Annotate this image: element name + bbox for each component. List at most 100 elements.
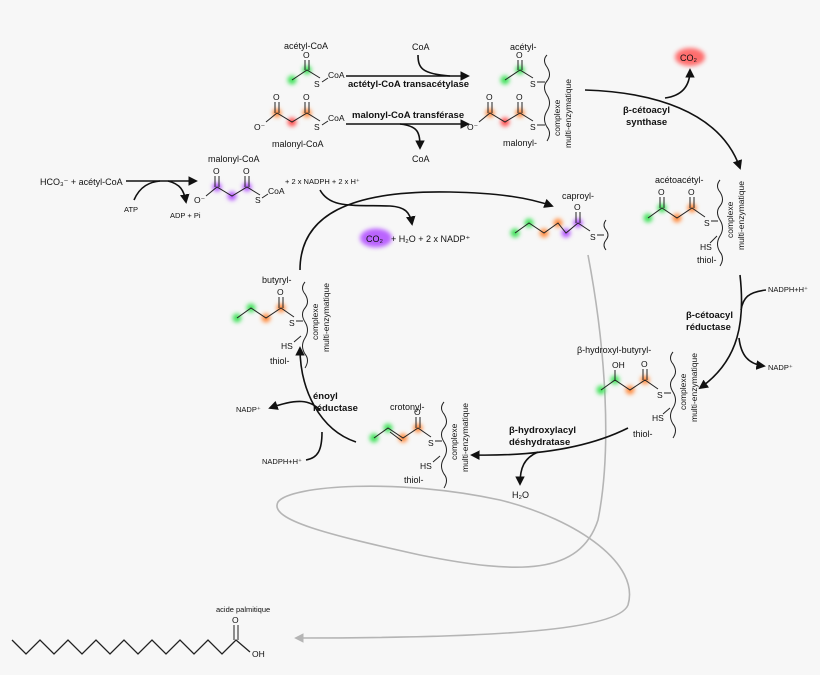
coa-in-label: CoA [412,42,430,52]
svg-text:O⁻: O⁻ [194,195,206,205]
svg-text:multi-enzymatique: multi-enzymatique [460,403,470,472]
h2o-label: H₂O [512,490,529,500]
svg-text:O: O [641,359,648,369]
co2-mid: CO₂ [366,234,384,244]
malonyl-coa-label: malonyl-CoA [272,139,324,149]
svg-text:CoA: CoA [328,70,345,80]
svg-text:malonyl-: malonyl- [503,138,537,148]
nadp-enoyl: NADP⁺ [236,405,261,414]
svg-text:O: O [516,50,523,60]
svg-text:HS: HS [652,413,664,423]
malonyl-coa-mid-molecule: malonyl-CoA O O O⁻ S CoA [194,154,285,205]
svg-text:S: S [590,232,596,242]
svg-text:malonyl-CoA: malonyl-CoA [208,154,260,164]
svg-text:S: S [314,79,320,89]
svg-text:O: O [574,202,581,212]
svg-text:O: O [516,92,523,102]
svg-text:thiol-: thiol- [697,255,717,265]
svg-text:complexe: complexe [678,373,688,410]
svg-text:O: O [688,187,695,197]
svg-text:S: S [530,79,536,89]
enoyl-enzyme-line1: énoyl [313,391,338,402]
svg-text:crotonyl-: crotonyl- [390,402,425,412]
malonyl-coa-molecule: O O O⁻ S CoA malonyl-CoA [254,92,345,149]
svg-text:O: O [273,92,280,102]
elongation-spiral-path [276,254,631,643]
water-nadp-label: + H₂O + 2 x NADP⁺ [391,234,471,244]
svg-text:multi-enzymatique: multi-enzymatique [736,181,746,250]
svg-text:O: O [486,92,493,102]
svg-text:HS: HS [420,461,432,471]
dehydratase-arrow [470,427,629,460]
svg-text:thiol-: thiol- [633,429,653,439]
svg-text:multi-enzymatique: multi-enzymatique [563,79,573,148]
synthase-enzyme-line1: β-cétoacyl [623,105,670,116]
svg-text:thiol-: thiol- [270,356,290,366]
svg-text:thiol-: thiol- [404,475,424,485]
acetyl-coa-label: acétyl-CoA [284,41,328,51]
svg-text:O: O [277,287,284,297]
svg-text:HS: HS [281,341,293,351]
dehydratase-enzyme-line1: β-hydroxylacyl [509,425,576,436]
acetoacetyl-complex: acétoacétyl- O O S HS thiol- complexe mu… [643,175,746,267]
svg-text:O: O [303,50,310,60]
svg-text:O: O [213,166,220,176]
nadph-enoyl: NADPH+H⁺ [262,457,302,466]
svg-text:O: O [414,407,421,417]
svg-text:β-hydroxyl-butyryl-: β-hydroxyl-butyryl- [577,345,651,355]
svg-text:complexe: complexe [552,99,562,136]
synthase-arrow [584,89,743,170]
hydroxybutyryl-complex: β-hydroxyl-butyryl- OH O S HS thiol- com… [577,345,699,439]
coa-out-label: CoA [412,154,430,164]
svg-text:CoA: CoA [328,113,345,123]
svg-text:O: O [303,92,310,102]
svg-text:O⁻: O⁻ [254,122,266,132]
palmitic-acid-molecule: acide palmitique O OH [11,605,270,659]
butyryl-complex: butyryl- O S HS thiol- complexe multi-en… [232,275,331,369]
svg-text:S: S [255,195,261,205]
acetyl-coa-molecule: acétyl-CoA O S CoA [284,41,345,89]
svg-text:O: O [232,615,239,625]
synthase-enzyme-line2: synthase [626,117,667,128]
svg-text:S: S [530,122,536,132]
svg-text:S: S [289,318,295,328]
crotonyl-complex: crotonyl- O S HS thiol- complexe multi-e… [369,401,470,489]
caproyl-complex: caproyl- O S [510,191,609,251]
svg-text:O⁻: O⁻ [467,122,479,132]
svg-text:OH: OH [252,649,265,659]
svg-text:OH: OH [612,360,625,370]
svg-text:O: O [658,187,665,197]
svg-text:S: S [314,122,320,132]
adp-label: ADP + Pi [170,211,201,220]
svg-text:complexe: complexe [725,201,735,238]
malonyl-complex: O O O⁻ S malonyl- [467,92,545,148]
svg-text:multi-enzymatique: multi-enzymatique [321,283,331,352]
transacetylase-enzyme: actétyl-CoA transacétylase [348,79,469,90]
nadph-reductase: NADPH+H⁺ [768,285,808,294]
nadph-input: + 2 x NADPH + 2 x H⁺ [285,177,360,186]
dehydratase-enzyme-line2: déshydratase [509,437,570,448]
condensation-arc [299,191,554,271]
svg-text:S: S [428,438,434,448]
svg-text:CoA: CoA [268,186,285,196]
svg-text:S: S [704,218,710,228]
svg-text:caproyl-: caproyl- [562,191,594,201]
palmitic-acid-label: acide palmitique [216,605,270,614]
svg-text:multi-enzymatique: multi-enzymatique [689,353,699,422]
svg-text:complexe: complexe [449,423,459,460]
acetyl-complex: acétyl- O S [500,42,545,89]
svg-text:O: O [243,166,250,176]
svg-text:complexe: complexe [310,303,320,340]
reductase-enzyme-line2: réductase [686,322,731,333]
hco3-label: HCO₃⁻ + acétyl-CoA [40,177,123,187]
transferase-enzyme: malonyl-CoA transférase [352,110,464,121]
nadp-reductase: NADP⁺ [768,363,793,372]
svg-text:acétyl-: acétyl- [510,42,537,52]
co2-top: CO₂ [680,53,698,63]
atp-label: ATP [124,205,138,214]
svg-text:butyryl-: butyryl- [262,275,292,285]
ketoreductase-arrow [698,274,743,390]
svg-text:HS: HS [700,242,712,252]
svg-text:S: S [657,390,663,400]
